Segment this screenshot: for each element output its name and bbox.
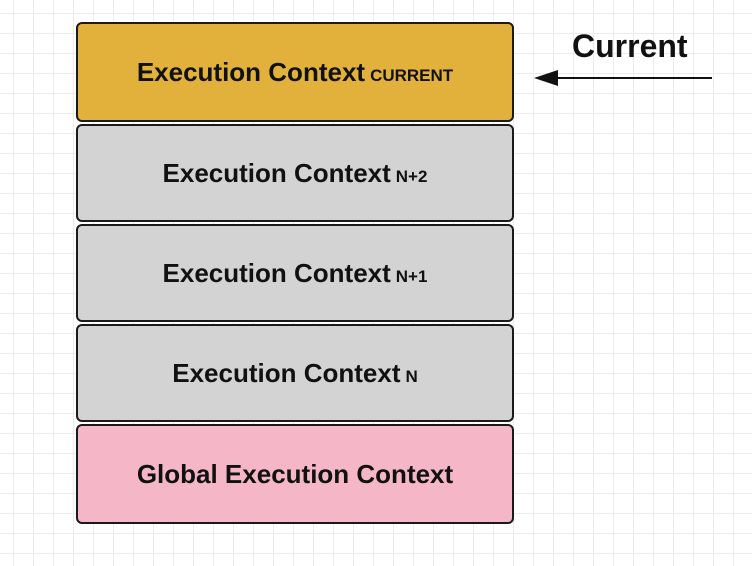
context-label: Execution Context <box>162 157 391 188</box>
context-label: Execution Context <box>172 357 401 388</box>
execution-context-n-plus-1: Execution Context N+1 <box>76 224 514 322</box>
execution-context-stack: Execution Context CURRENT Execution Cont… <box>76 22 514 526</box>
context-label: Global Execution Context <box>136 458 454 489</box>
context-subscript: N+1 <box>395 267 428 286</box>
context-label: Execution Context <box>162 257 391 288</box>
context-label: Execution Context <box>136 56 366 87</box>
context-subscript: N <box>405 367 418 386</box>
execution-context-current: Execution Context CURRENT <box>76 22 514 122</box>
current-pointer-label: Current <box>572 28 688 64</box>
global-execution-context: Global Execution Context <box>76 424 514 524</box>
execution-context-n: Execution Context N <box>76 324 514 422</box>
context-subscript: CURRENT <box>370 66 454 85</box>
left-arrow-icon <box>534 70 712 86</box>
execution-context-n-plus-2: Execution Context N+2 <box>76 124 514 222</box>
context-subscript: N+2 <box>395 167 428 186</box>
